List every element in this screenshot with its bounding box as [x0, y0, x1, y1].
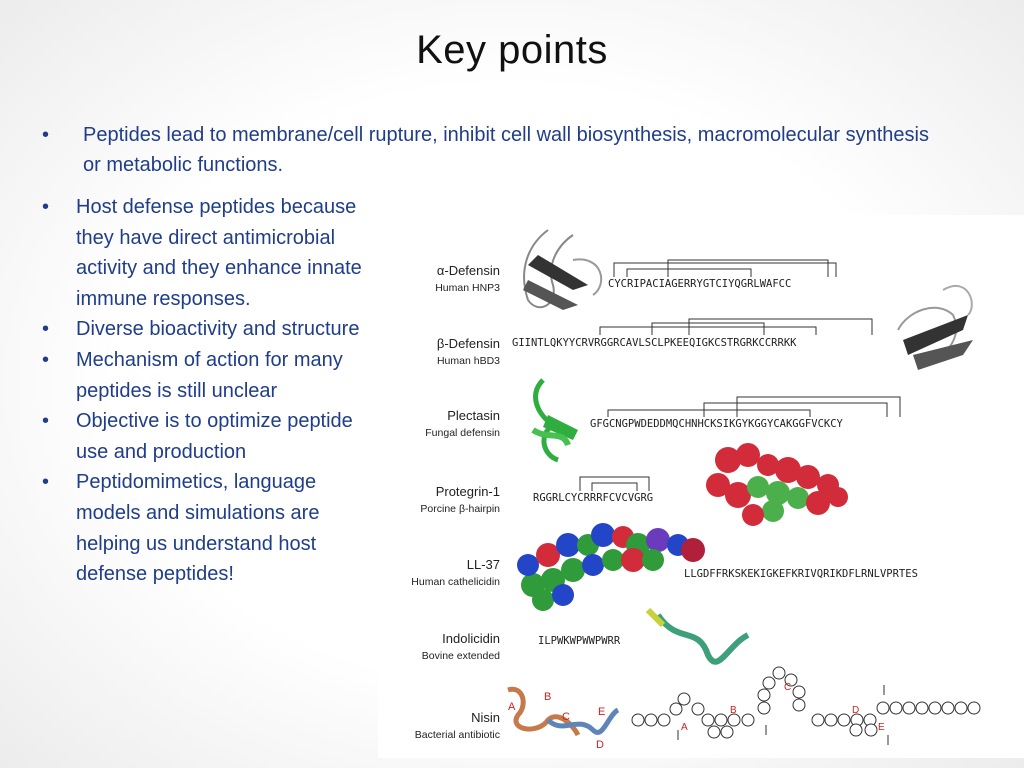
sequence-indolicidin: ILPWKWPWWPWRR	[538, 635, 621, 647]
svg-text:B: B	[730, 705, 737, 716]
peptide-label-plectasin: Plectasin Fungal defensin	[425, 408, 500, 439]
bullet-item: •Objective is to optimize peptide use an…	[42, 410, 353, 463]
top-bullet-text: Peptides lead to membrane/cell rupture, …	[83, 124, 929, 176]
peptide-label-alpha-defensin: α-Defensin Human HNP3	[435, 263, 500, 294]
peptide-figure: α-Defensin Human HNP3 β-Defensin Human h…	[378, 215, 1024, 758]
bullet-item: •Diverse bioactivity and structure	[42, 318, 360, 341]
peptide-label-nisin: Nisin Bacterial antibiotic	[414, 710, 500, 741]
slide-title: Key points	[416, 28, 608, 72]
bullet-marker: •	[42, 124, 50, 146]
plectasin-structure	[531, 378, 578, 463]
sequence-protegrin: RGGRLCYCRRRFCVCVGRG	[533, 492, 654, 504]
disulfide-bridges-protegrin	[579, 476, 650, 491]
disulfide-bridges-plectasin	[607, 396, 901, 417]
peptide-label-protegrin: Protegrin-1 Porcine β-hairpin	[420, 484, 500, 515]
bullet-list: •Host defense peptides because they have…	[42, 192, 372, 590]
disulfide-bridges-alpha	[613, 259, 837, 277]
svg-text:E: E	[598, 706, 605, 718]
bullet-item: •Host defense peptides because they have…	[42, 196, 362, 310]
beta-defensin-structure	[897, 284, 973, 370]
peptide-label-beta-defensin: β-Defensin Human hBD3	[436, 336, 500, 367]
bullet-item: •Mechanism of action for many peptides i…	[42, 348, 343, 402]
sequence-alpha-defensin: CYCRIPACIAGERRYGTCIYQGRLWAFCC	[608, 278, 792, 290]
ll37-structure	[517, 523, 705, 611]
disulfide-bridges-beta	[599, 318, 873, 335]
svg-text:C: C	[562, 711, 570, 723]
indolicidin-structure	[645, 607, 750, 665]
svg-text:B: B	[544, 691, 551, 703]
svg-text:D: D	[596, 739, 604, 751]
peptide-label-indolicidin: Indolicidin Bovine extended	[421, 631, 500, 662]
top-bullet: • Peptides lead to membrane/cell rupture…	[42, 120, 942, 180]
sequence-beta-defensin: GIINTLQKYYCRVRGGRCAVLSCLPKEEQIGKCSTRGRKC…	[512, 337, 797, 349]
alpha-defensin-structure	[523, 229, 603, 310]
svg-text:D: D	[852, 705, 859, 716]
svg-text:C: C	[784, 682, 791, 693]
svg-text:E: E	[878, 722, 885, 733]
sequence-plectasin: GFGCNGPWDEDDMQCHNHCKSIKGYKGGYCAKGGFVCKCY	[590, 418, 843, 430]
svg-text:A: A	[681, 722, 688, 733]
nisin-structure: A B C E D	[507, 666, 981, 751]
bullet-item: •Peptidomimetics, language models and si…	[42, 471, 320, 586]
svg-text:A: A	[508, 701, 516, 713]
peptide-label-ll37: LL-37 Human cathelicidin	[411, 557, 500, 588]
structure-drawings: A B C E D	[507, 229, 981, 751]
protegrin-structure	[706, 443, 848, 526]
sequence-ll37: LLGDFFRKSKEKIGKEFKRIVQRIKDFLRNLVPRTES	[684, 568, 918, 580]
